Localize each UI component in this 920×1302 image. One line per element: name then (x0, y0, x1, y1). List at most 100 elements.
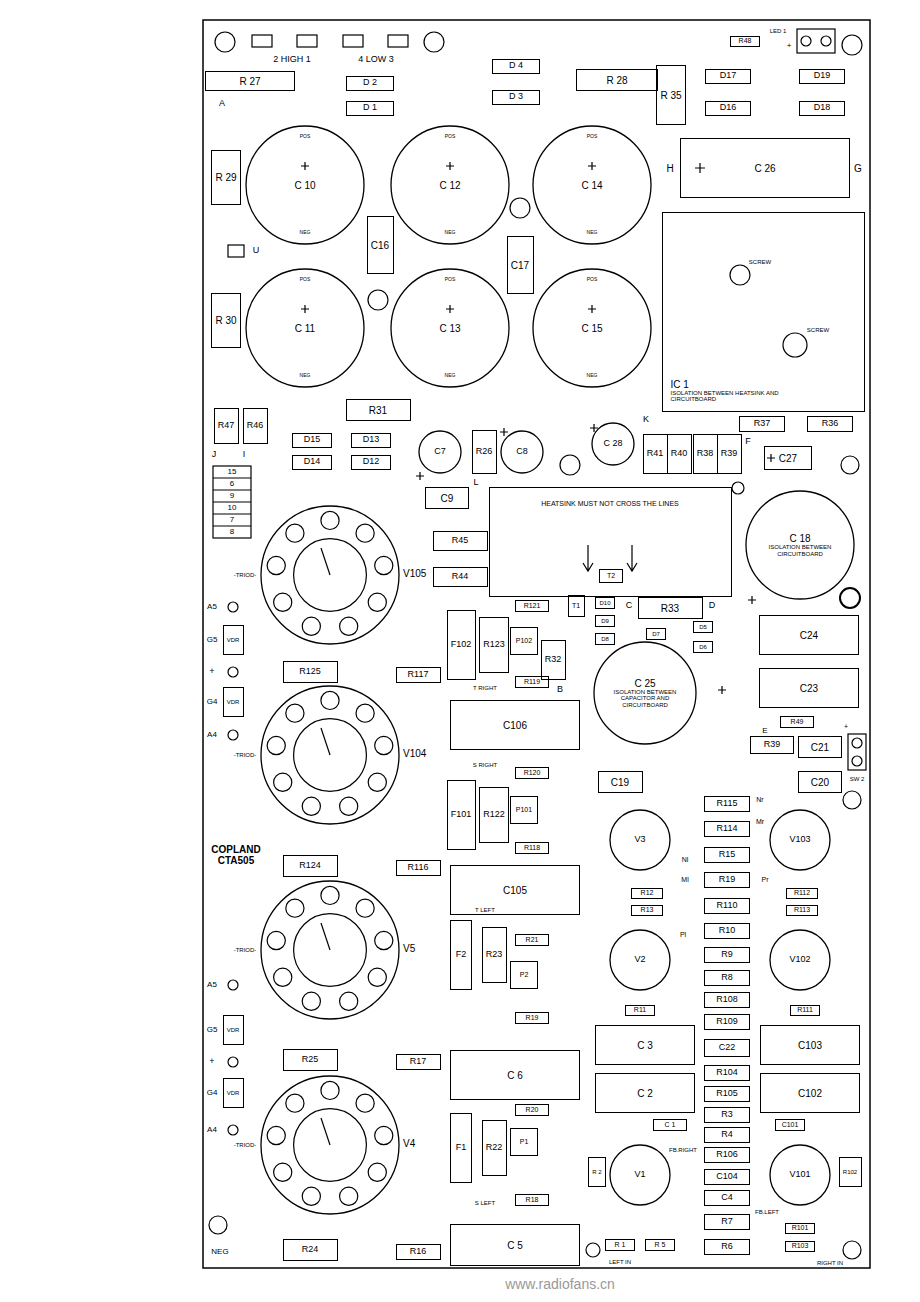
component-box: D16 (705, 101, 751, 116)
polarity-mark (301, 162, 775, 694)
component-box: R38 (693, 434, 718, 474)
component-label: R26 (476, 447, 493, 457)
component-box: R44 (433, 567, 488, 587)
component-box: D10 (595, 597, 615, 609)
component-label: R46 (247, 421, 264, 431)
component-box: R8 (704, 970, 750, 986)
component-box: R24 (283, 1239, 338, 1261)
component-box: R17 (396, 1054, 441, 1070)
component-box: R 30 (211, 293, 241, 348)
led-connector (797, 29, 835, 53)
component-label: D 1 (363, 103, 377, 113)
connector-pin (852, 738, 862, 748)
component-label: R120 (524, 769, 541, 777)
board-label: A4 (207, 1126, 217, 1135)
board-label: FB.RIGHT (669, 1147, 697, 1154)
component-label: R118 (524, 844, 540, 852)
outline-circle (261, 686, 399, 824)
component-box: D17 (705, 69, 751, 84)
outline-region: IC 1ISOLATION BETWEEN HEATSINK AND CIRCU… (662, 212, 865, 412)
component-circle: C 15 (532, 268, 652, 388)
outline-circle (770, 930, 830, 990)
socket-outline (260, 880, 400, 1020)
component-label: C9 (441, 493, 454, 504)
socket-pin (302, 992, 320, 1010)
component-label: D9 (601, 618, 609, 625)
board-label: G5 (207, 1026, 218, 1035)
component-label: C24 (800, 630, 818, 641)
component-label: D15 (304, 435, 321, 445)
component-box: VDR (223, 687, 244, 717)
component-label: R40 (671, 449, 688, 459)
board-label: + (209, 1057, 214, 1067)
socket-pin (321, 691, 339, 709)
component-box: D6 (693, 641, 713, 653)
component-label: R113 (794, 906, 810, 914)
component-box: R23 (482, 927, 507, 983)
board-label: POS (300, 277, 311, 283)
outline-circle (246, 126, 364, 244)
component-circle: C8 (500, 430, 544, 474)
mounting-hole (209, 1216, 227, 1234)
solder-pad (228, 1057, 238, 1067)
component-box: D 3 (492, 90, 540, 105)
component-label: R101 (792, 1224, 809, 1232)
component-box: C19 (598, 771, 643, 793)
component-label: C16 (371, 240, 389, 251)
component-label: P1 (520, 1138, 529, 1146)
heatsink-arrow (583, 545, 637, 571)
socket-pin (274, 593, 292, 611)
component-box: C17 (507, 236, 534, 294)
socket-pin (267, 736, 285, 754)
component-label: D10 (599, 600, 610, 607)
component-box: R118 (515, 842, 549, 854)
board-label: POS (587, 277, 598, 283)
socket-pin (267, 931, 285, 949)
component-box: C 6 (450, 1050, 580, 1100)
connector-pin (852, 756, 862, 766)
board-label: LED 1 (770, 28, 787, 35)
component-label: R8 (721, 973, 733, 983)
board-label: Nl (682, 856, 689, 864)
component-box: VDR (223, 625, 244, 655)
board-label: G4 (207, 698, 218, 707)
component-box: R32 (541, 640, 566, 680)
component-box: C20 (798, 771, 842, 793)
board-label: 6 (230, 480, 234, 489)
component-box: F2 (450, 920, 472, 990)
component-box: P1 (510, 1128, 538, 1156)
component-box: C 1 (653, 1119, 687, 1131)
component-label: VDR (227, 1027, 240, 1034)
component-label: D16 (720, 103, 737, 113)
component-box: D9 (595, 615, 615, 627)
board-label: 2 HIGH 1 (273, 55, 311, 65)
board-label: 8 (230, 528, 234, 537)
component-label: R 29 (215, 172, 236, 183)
tube-socket: V4 (260, 1075, 400, 1215)
board-label: www.radiofans.cn (505, 1277, 615, 1292)
socket-key (321, 548, 330, 575)
component-box: C9 (425, 487, 469, 509)
component-box: P101 (510, 796, 538, 824)
component-label: IC 1 (671, 379, 689, 390)
mounting-hole (841, 456, 859, 474)
component-box: C23 (759, 668, 859, 708)
outline-circle (770, 810, 830, 870)
component-box: D 1 (346, 101, 394, 116)
component-label: C 5 (507, 1240, 523, 1251)
board-label: SCREW (749, 259, 771, 266)
component-box: R39 (750, 736, 794, 754)
component-circle: V101 (769, 1144, 831, 1206)
component-label: R123 (483, 640, 505, 650)
component-label: R39 (721, 449, 738, 459)
solder-pad (252, 35, 272, 47)
component-circle: C 25ISOLATION BETWEEN CAPACITOR AND CIRC… (593, 641, 697, 745)
component-label: C 25 (634, 678, 655, 689)
mounting-hole (560, 455, 580, 475)
board-label: 7 (230, 516, 234, 525)
board-label: B (557, 685, 563, 695)
component-label: R49 (791, 718, 804, 726)
mounting-hole (586, 1243, 600, 1257)
component-label: R15 (719, 850, 736, 860)
